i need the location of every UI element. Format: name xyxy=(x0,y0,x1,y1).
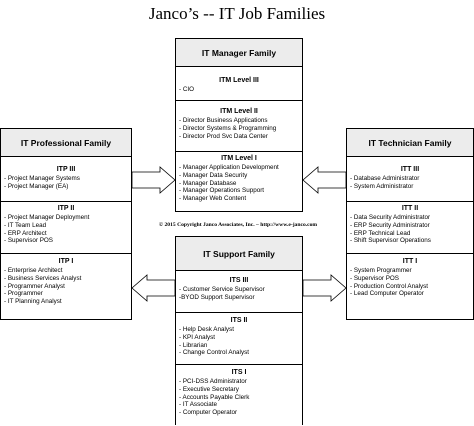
list-item: - System Administrator xyxy=(350,182,414,190)
itp-1-items: - Enterprise Architect - Business Servic… xyxy=(1,267,131,306)
its-1-items: - PCI-DSS Administrator - Executive Secr… xyxy=(176,378,302,417)
itm-level-2-title: ITM Level II xyxy=(220,108,258,115)
its-2-items: - Help Desk Analyst - KPI Analyst - Libr… xyxy=(176,326,302,357)
list-item: - Database Administrator xyxy=(350,175,420,182)
list-item: - Project Manager (EA) xyxy=(4,182,69,190)
list-item: - Business Services Analyst xyxy=(4,274,82,282)
itm-level-1-items: - Manager Application Development - Mana… xyxy=(176,164,302,203)
list-item: - Help Desk Analyst xyxy=(179,326,234,333)
itp-3-title: ITP III xyxy=(56,166,76,173)
itt-2-items: - Data Security Administrator - ERP Secu… xyxy=(347,214,473,245)
itp-3: ITP III - Project Manager Systems - Proj… xyxy=(1,157,131,202)
list-item: - IT Associate xyxy=(179,401,218,409)
itp-3-items: - Project Manager Systems - Project Mana… xyxy=(1,175,131,191)
arrow-technician-to-manager xyxy=(302,166,347,194)
manager-family-header: IT Manager Family xyxy=(176,39,302,67)
list-item: - Computer Operator xyxy=(179,409,238,417)
list-item: - Director Business Applications xyxy=(179,117,268,124)
itp-2-items: - Project Manager Deployment - IT Team L… xyxy=(1,214,131,245)
list-item: - Director Systems & Programming xyxy=(179,124,277,132)
itm-level-2-items: - Director Business Applications - Direc… xyxy=(176,117,302,140)
list-item: - IT Planning Analyst xyxy=(4,298,62,306)
its-2: ITS II - Help Desk Analyst - KPI Analyst… xyxy=(176,313,302,365)
itm-level-2: ITM Level II - Director Business Applica… xyxy=(176,101,302,152)
list-item: - Supervisor POS xyxy=(350,274,399,282)
list-item: - Programmer xyxy=(4,290,43,298)
list-item: - Manager Operations Support xyxy=(179,187,265,195)
list-item: - Enterprise Architect xyxy=(4,267,63,274)
technician-family-header: IT Technician Family xyxy=(347,129,473,157)
list-item: - Manager Database xyxy=(179,179,237,187)
itm-level-3: ITM Level III - CIO xyxy=(176,67,302,101)
page-title: Janco’s -- IT Job Families xyxy=(148,4,326,23)
list-item: - IT Team Lead xyxy=(4,221,47,229)
list-item: - Programmer Analyst xyxy=(4,282,65,290)
list-item: - Change Control Analyst xyxy=(179,349,250,357)
itp-2: ITP II - Project Manager Deployment - IT… xyxy=(1,202,131,254)
itp-1-title: ITP I xyxy=(58,258,74,265)
manager-family-box: IT Manager Family ITM Level III - CIO IT… xyxy=(175,38,303,212)
list-item: - Executive Secretary xyxy=(179,385,239,393)
itt-3-title: ITT III xyxy=(400,166,420,173)
list-item: - System Programmer xyxy=(350,267,412,274)
list-item: - Lead Computer Operator xyxy=(350,290,424,298)
list-item: - CIO xyxy=(179,86,195,93)
itp-2-title: ITP II xyxy=(57,205,75,212)
list-item: - Project Manager Deployment xyxy=(4,214,90,221)
list-item: - ERP Architect xyxy=(4,229,47,237)
its-3-title: ITS III xyxy=(229,277,249,284)
itm-level-1-title: ITM Level I xyxy=(221,155,257,162)
itt-1-items: - System Programmer - Supervisor POS - P… xyxy=(347,267,473,298)
list-item: - KPI Analyst xyxy=(179,333,216,341)
list-item: - Customer Service Supervisor xyxy=(179,286,265,293)
professional-family-box: IT Professional Family ITP III - Project… xyxy=(0,128,132,320)
support-family-header: IT Support Family xyxy=(176,237,302,271)
list-item: - ERP Security Administrator xyxy=(350,221,430,229)
itt-1-title: ITT I xyxy=(402,258,418,265)
list-item: - Accounts Payable Clerk xyxy=(179,393,250,401)
its-3: ITS III - Customer Service Supervisor -B… xyxy=(176,271,302,313)
list-item: - Shift Supervisor Operations xyxy=(350,237,431,245)
itm-level-3-items: - CIO xyxy=(176,86,302,94)
itt-2: ITT II - Data Security Administrator - E… xyxy=(347,202,473,254)
list-item: - PCI-DSS Administrator xyxy=(179,378,247,385)
itm-level-3-title: ITM Level III xyxy=(219,77,259,84)
itm-level-1: ITM Level I - Manager Application Develo… xyxy=(176,152,302,213)
itp-1: ITP I - Enterprise Architect - Business … xyxy=(1,254,131,321)
support-family-box: IT Support Family ITS III - Customer Ser… xyxy=(175,236,303,425)
technician-family-box: IT Technician Family ITT III - Database … xyxy=(346,128,474,320)
arrow-support-to-technician xyxy=(302,274,347,302)
list-item: - Librarian xyxy=(179,341,208,349)
list-item: - Project Manager Systems xyxy=(4,175,80,182)
itt-1: ITT I - System Programmer - Supervisor P… xyxy=(347,254,473,321)
arrow-support-to-professional xyxy=(131,274,176,302)
list-item: - Manager Application Development xyxy=(179,164,279,171)
its-1: ITS I - PCI-DSS Administrator - Executiv… xyxy=(176,365,302,426)
its-1-title: ITS I xyxy=(231,369,247,376)
list-item: - Data Security Administrator xyxy=(350,214,431,221)
arrow-professional-to-manager xyxy=(131,166,176,194)
list-item: - Manager Web Content xyxy=(179,195,247,203)
itt-3: ITT III - Database Administrator - Syste… xyxy=(347,157,473,202)
professional-family-header: IT Professional Family xyxy=(1,129,131,157)
list-item: - Production Control Analyst xyxy=(350,282,429,290)
list-item: - ERP Technical Lead xyxy=(350,229,411,237)
itt-2-title: ITT II xyxy=(401,205,419,212)
itt-3-items: - Database Administrator - System Admini… xyxy=(347,175,473,191)
list-item: - Director Prod Svc Data Center xyxy=(179,132,268,140)
list-item: -BYOD Support Supervisor xyxy=(179,293,255,301)
copyright-notice: © 2015 Copyright Janco Associates, Inc. … xyxy=(158,222,318,228)
its-2-title: ITS II xyxy=(230,317,248,324)
list-item: - Manager Data Security xyxy=(179,171,248,179)
list-item: - Supervisor POS xyxy=(4,237,53,245)
its-3-items: - Customer Service Supervisor -BYOD Supp… xyxy=(176,286,302,302)
